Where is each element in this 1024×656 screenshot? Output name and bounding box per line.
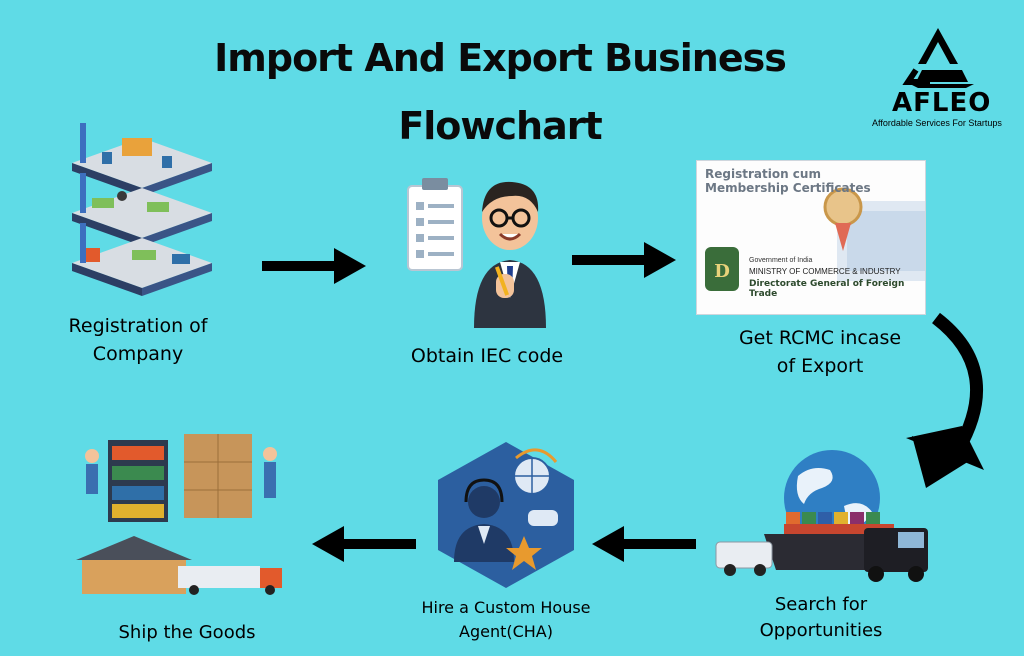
certificate-heading-1: Registration cum (705, 167, 821, 181)
arrow-right-icon (262, 248, 366, 284)
rcmc-certificate-image: D Registration cum Membership Certificat… (696, 160, 926, 315)
arrow-left-icon (592, 526, 696, 562)
step-label-registration: Registration of Company (38, 312, 238, 368)
step-label-ship: Ship the Goods (72, 620, 302, 646)
title-line-2: Flowchart (398, 104, 602, 148)
warehouse-shipping-illustration (76, 434, 282, 595)
step-label-rcmc: Get RCMC incase of Export (710, 324, 930, 380)
step-label-opportunities: Search for Opportunities (726, 592, 916, 644)
step-label-line: of Export (776, 355, 864, 377)
title-line-1: Import And Export Business (214, 36, 787, 80)
step-label-line: Get RCMC incase (738, 327, 902, 349)
step-label-line: Agent(CHA) (459, 622, 553, 641)
man-with-clipboard-illustration (407, 178, 546, 328)
arrow-right-icon (572, 242, 676, 278)
logo-brand: AFLEO (892, 88, 992, 118)
svg-text:D: D (714, 261, 730, 282)
certificate-ministry: MINISTRY OF COMMERCE & INDUSTRY (749, 267, 901, 276)
step-label-iec: Obtain IEC code (372, 342, 602, 370)
afleo-logo-icon (902, 28, 974, 88)
certificate-government: Government of India (749, 257, 813, 264)
certificate-decoration-icon: D (705, 187, 925, 291)
step-label-line: Ship the Goods (118, 622, 256, 643)
curved-arrow-down-icon (906, 312, 984, 488)
certificate-directorate: Directorate General of Foreign Trade (749, 279, 905, 299)
custom-house-agent-illustration (438, 442, 574, 588)
step-label-line: Obtain IEC code (410, 345, 564, 367)
step-label-line: Company (92, 343, 184, 365)
step-label-cha: Hire a Custom House Agent(CHA) (396, 596, 616, 644)
step-label-line: Hire a Custom House (421, 598, 591, 617)
step-label-line: Registration of (68, 315, 208, 337)
logo-tagline: Affordable Services For Startups (872, 118, 1002, 128)
certificate-heading-2: Membership Certificates (705, 181, 871, 195)
arrow-left-icon (312, 526, 416, 562)
step-label-line: Search for (774, 594, 868, 615)
step-label-line: Opportunities (759, 620, 883, 641)
globe-shipping-illustration (715, 450, 928, 582)
office-building-illustration (72, 123, 212, 296)
